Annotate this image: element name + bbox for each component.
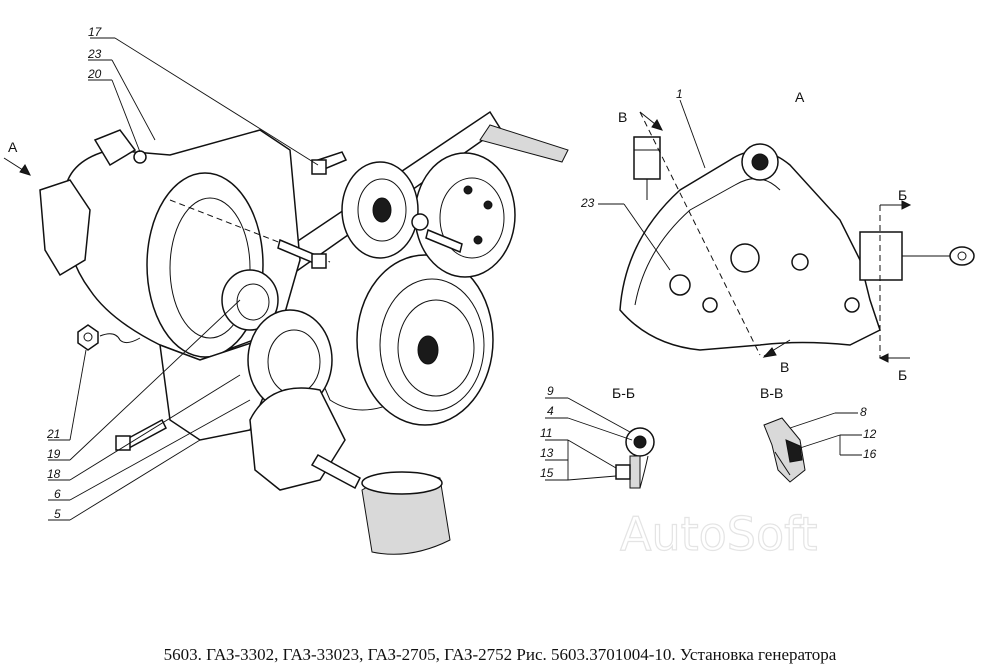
pump-bolt	[463, 185, 473, 195]
vv-plug-body	[763, 417, 806, 483]
alternator-rear-cover	[39, 179, 91, 277]
idler-roller-hub	[372, 197, 392, 223]
section-b-arrowhead-bottom	[878, 353, 889, 363]
crankshaft-pulley-inner	[397, 299, 475, 397]
leader-23b	[623, 203, 671, 271]
wire-lug-hole	[957, 251, 967, 261]
section-bb-title: Б-Б	[612, 385, 635, 401]
section-vv: В-В 8 12 16	[760, 385, 877, 483]
output-terminal	[859, 231, 903, 281]
callout-17: 17	[88, 25, 103, 39]
section-v-arrowhead-top	[651, 119, 663, 131]
alternator-terminal	[93, 129, 137, 167]
belt-tail	[479, 124, 569, 163]
section-v-top-label: В	[618, 109, 627, 125]
callout-20: 20	[87, 67, 102, 81]
callout-16: 16	[863, 447, 877, 461]
pump-bolt	[473, 235, 483, 245]
alternator-fan	[169, 197, 251, 339]
leader-1	[679, 99, 706, 169]
nut-21	[77, 324, 99, 351]
view-a-arrow: А	[3, 139, 31, 176]
pump-bolt	[483, 200, 493, 210]
section-b-arrowhead-top	[901, 200, 912, 210]
callout-23b: 23	[580, 196, 595, 210]
view-a-arrowhead	[19, 164, 31, 176]
callout-15: 15	[540, 466, 554, 480]
through-bolt-nut	[311, 253, 327, 269]
pump-pulley	[414, 152, 516, 278]
callout-4: 4	[547, 404, 554, 418]
callout-9: 9	[547, 384, 554, 398]
callout-19: 19	[47, 447, 61, 461]
mounting-lug-hole	[751, 153, 769, 171]
washer	[411, 213, 429, 231]
plug-connector	[633, 136, 661, 180]
tensioner-cap-rim	[361, 471, 443, 495]
callout-6: 6	[54, 487, 61, 501]
section-v-bottom-label: В	[780, 359, 789, 375]
bolt-18-head	[115, 435, 131, 451]
vv-edge	[774, 451, 791, 476]
crankshaft-hub	[417, 335, 439, 365]
main-assembly	[39, 110, 569, 555]
crankshaft-pulley-groove	[379, 278, 485, 412]
view-a-label: А	[8, 139, 18, 155]
callout-5: 5	[54, 507, 61, 521]
callout-8: 8	[860, 405, 867, 419]
main-callouts: 17 23 20 21 19 18 6 5	[46, 25, 319, 521]
figure-caption: 5603. ГАЗ-3302, ГАЗ-33023, ГАЗ-2705, ГАЗ…	[163, 645, 837, 664]
callout-23: 23	[87, 47, 102, 61]
callout-21: 21	[46, 427, 60, 441]
section-b-bottom-label: Б	[898, 367, 907, 383]
idler-bolt	[425, 228, 463, 254]
vv-contact	[785, 439, 803, 463]
idler-roller-inner	[357, 178, 407, 242]
callout-11: 11	[540, 426, 552, 440]
tensioner-bolt	[310, 453, 361, 490]
callout-12: 12	[863, 427, 877, 441]
callout-1: 1	[676, 87, 683, 101]
nut-21-hole	[83, 332, 93, 342]
bb-terminal-body	[629, 455, 641, 489]
callout-18: 18	[47, 467, 61, 481]
bb-bushing	[615, 464, 631, 480]
callout-13: 13	[540, 446, 554, 460]
wire-lug	[949, 246, 975, 266]
section-b-top-label: Б	[898, 187, 907, 203]
capacitor	[669, 274, 691, 296]
section-v-arrowhead-bottom	[762, 347, 777, 358]
alternator-pulley-inner	[236, 283, 270, 321]
pump-pulley-inner	[439, 177, 505, 259]
screw	[791, 253, 809, 271]
regulator-boss	[730, 243, 760, 273]
section-vv-title: В-В	[760, 385, 783, 401]
view-a-title: А	[795, 89, 805, 105]
screw	[702, 297, 718, 313]
nut-21-wire	[99, 333, 141, 344]
screw	[844, 297, 860, 313]
bb-nut-core	[633, 435, 647, 449]
section-bb: Б-Б 9 4 11 13 15	[540, 384, 655, 489]
section-line-v	[639, 111, 761, 356]
bb-cover-edge	[639, 455, 649, 489]
watermark: AutoSoft	[620, 507, 818, 561]
nut-20	[133, 150, 147, 164]
view-a-detail: А Б Б В В	[580, 87, 975, 383]
